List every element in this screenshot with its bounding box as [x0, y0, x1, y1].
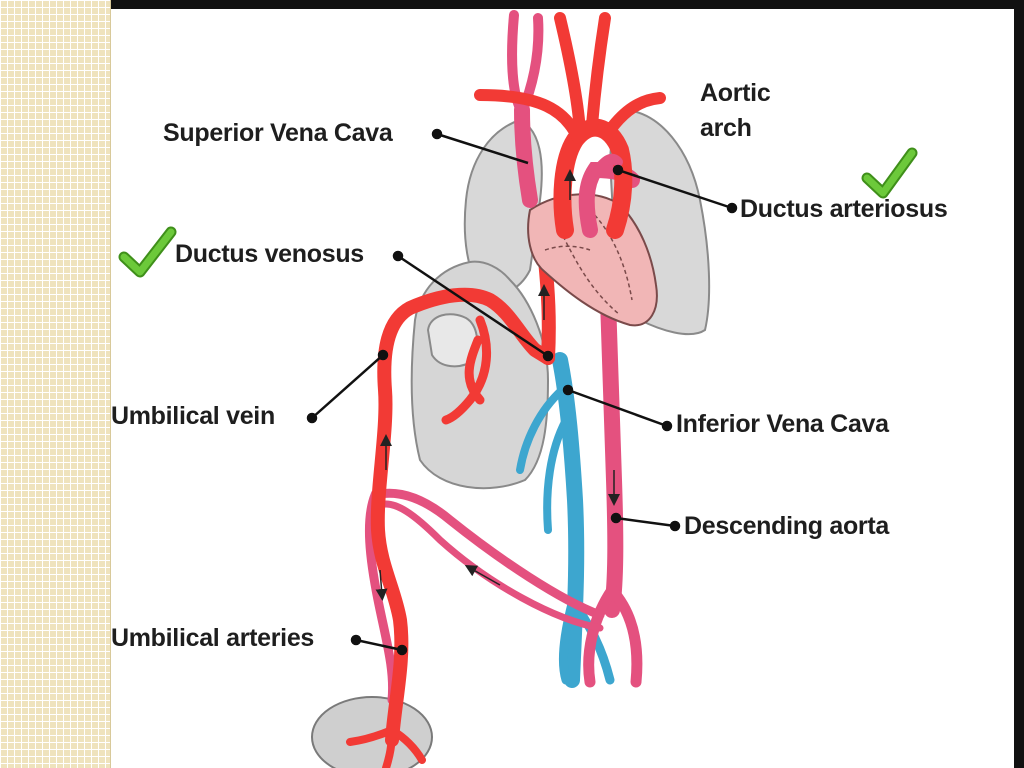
label-inferior-vena-cava: Inferior Vena Cava [676, 410, 889, 438]
checkmark-icon [118, 226, 177, 278]
label-umbilical-vein: Umbilical vein [111, 402, 275, 430]
heart-chambers [544, 209, 633, 316]
label-aortic-arch-line2: arch [700, 114, 752, 142]
leader-lines [306, 128, 738, 656]
flow-arrows [375, 169, 620, 601]
fetal-circulation-diagram [111, 9, 1014, 768]
placenta [311, 696, 433, 768]
iliac-artery-branches [583, 584, 643, 688]
ductus-arteriosus-vessel [591, 153, 623, 177]
label-umbilical-arteries: Umbilical arteries [111, 624, 315, 652]
portal-branches [441, 315, 492, 425]
label-superior-vena-cava: Superior Vena Cava [163, 119, 393, 147]
label-aortic-arch-line1: Aortic [700, 79, 771, 107]
aortic-branches [474, 12, 666, 144]
diagram-illustration [118, 10, 918, 768]
aortic-arch-vessel [553, 118, 633, 239]
descending-aorta-vessel [600, 292, 624, 618]
umbilical-vein-vessel [370, 287, 555, 747]
umbilical-artery-vessel-2 [376, 500, 604, 632]
superior-vena-cava-vessel [514, 102, 538, 208]
hepatic-vein-branch [516, 386, 570, 534]
label-ductus-arteriosus: Ductus arteriosus [740, 195, 948, 223]
decorative-side-panel [0, 0, 111, 768]
checkmark-icon [861, 147, 918, 199]
placental-vessels [346, 726, 426, 768]
label-descending-aorta: Descending aorta [684, 512, 889, 540]
label-ductus-venosus: Ductus venosus [175, 240, 364, 268]
